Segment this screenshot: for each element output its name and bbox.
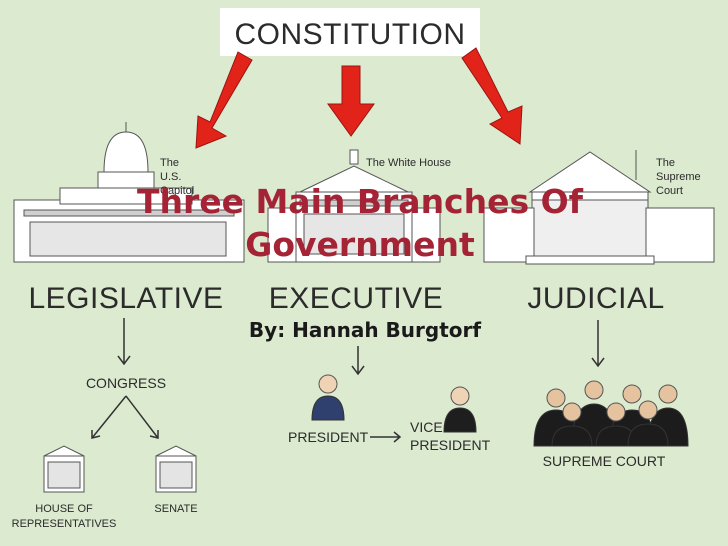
vice-president-label-line2: PRESIDENT — [410, 437, 491, 453]
slide-title: Three Main Branches Of Government — [120, 180, 600, 266]
capitol-building — [13, 122, 245, 263]
slide-byline: By: Hannah Burgtorf — [248, 318, 482, 342]
house-label-line2: REPRESENTATIVES — [12, 518, 117, 530]
arrow-to-executive — [327, 65, 375, 137]
president-label: PRESIDENT — [288, 429, 369, 445]
house-label-line1: HOUSE OF — [35, 503, 93, 515]
supreme-court-building — [483, 151, 715, 265]
senate-building-icon — [155, 445, 197, 493]
branch-judicial: JUDICIAL — [527, 282, 664, 315]
court-caption-line1: The — [656, 157, 675, 169]
arrow-to-legislative — [195, 51, 253, 149]
arrow-to-judicial — [461, 47, 523, 145]
capitol-caption-line3: Capitol — [160, 185, 194, 197]
white-house-caption: The White House — [366, 157, 451, 169]
constitution-box — [220, 8, 480, 56]
slide-title-line1: Three Main Branches Of — [136, 182, 584, 221]
court-caption-line3: Court — [656, 185, 683, 197]
court-caption-line2: Supreme — [656, 171, 701, 183]
senate-label: SENATE — [154, 503, 197, 515]
president-to-vp-arrow — [370, 431, 402, 443]
vice-president-figure — [443, 386, 477, 433]
president-figure — [311, 374, 345, 421]
white-house-building — [267, 149, 441, 263]
capitol-caption-line2: U.S. — [160, 171, 181, 183]
constitution-label: CONSTITUTION — [235, 18, 466, 51]
capitol-caption-line1: The — [160, 157, 179, 169]
down-arrows — [117, 318, 605, 376]
house-building-icon — [43, 445, 85, 493]
branch-legislative: LEGISLATIVE — [28, 282, 223, 315]
branch-executive: EXECUTIVE — [269, 282, 444, 315]
congress-split-arrows — [91, 395, 159, 439]
supreme-court-label: SUPREME COURT — [543, 453, 666, 469]
vice-president-label-line1: VICE — [410, 419, 443, 435]
supreme-court-justices — [533, 380, 689, 447]
congress-label: CONGRESS — [86, 375, 166, 391]
slide-title-line2: Government — [245, 225, 475, 264]
